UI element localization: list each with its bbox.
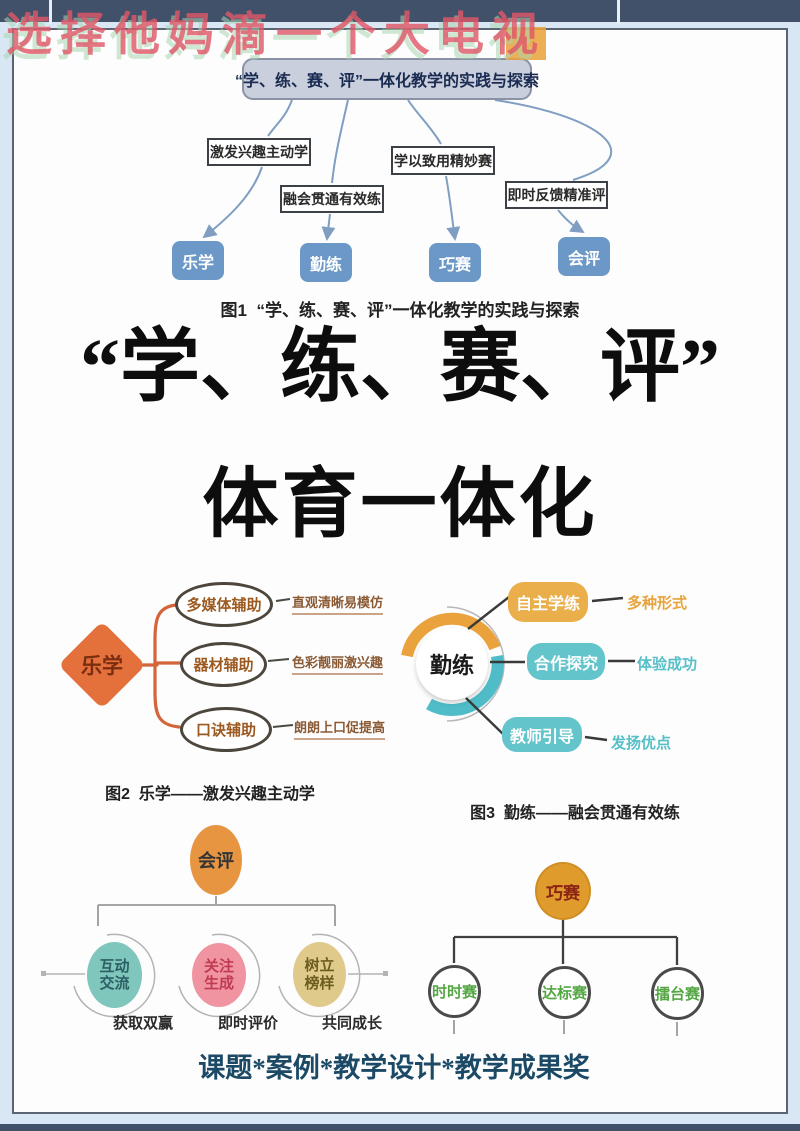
fig2-dashes: [267, 598, 294, 728]
fig2-ellipse-mnemonic: 口诀辅助: [180, 707, 272, 752]
fig3-center-circle: 勤练: [416, 628, 488, 700]
fig1-branch-compete: 学以致用精妙赛: [391, 146, 495, 175]
fig3-caption: 图3 勤练——融会贯通有效练: [470, 805, 680, 822]
fig3-ring: [401, 606, 505, 722]
page-background: [12, 28, 788, 1114]
fig4-circle-rolemodel: 树立 榜样: [293, 942, 346, 1007]
fig4-root-huiping: 会评: [190, 825, 242, 895]
orange-highlight-patch: [506, 27, 546, 60]
fig4-swirls: [41, 933, 388, 1018]
watermark-text: 选择他妈滴一个大电视: [6, 9, 546, 60]
fig1-caption: 图1 “学、练、赛、评”一体化教学的实践与探索: [220, 301, 580, 320]
fig3-note-1: 多种形式: [627, 595, 688, 612]
fig4-note-3: 共同成长: [322, 1015, 383, 1032]
fig2-center-label: 乐学: [81, 655, 123, 678]
fig3-box-selfstudy: 自主学练: [508, 582, 588, 622]
poster-title-line2: 体育一体化: [202, 463, 598, 547]
fig1-arrows: [202, 99, 612, 241]
fig1-node-qinlian: 勤练: [300, 243, 352, 282]
footer-awards-text: 课题*案例*教学设计*教学成果奖: [198, 1053, 590, 1083]
fig4-circle-rolemodel-line2: 榜样: [304, 974, 335, 992]
fig1-branch-practice: 融会贯通有效练: [280, 185, 384, 213]
app-top-bar: [0, 0, 800, 24]
top-bar-divider-left: [49, 0, 52, 24]
fig2-ellipse-equipment: 器材辅助: [180, 642, 267, 687]
fig4-circle-rolemodel-line1: 树立: [304, 957, 335, 975]
fig5-circle-leitaisai: 擂台赛: [651, 967, 704, 1020]
fig4-note-2: 即时评价: [218, 1015, 279, 1032]
fig1-node-huiping: 会评: [558, 237, 610, 276]
fig2-caption: 图2 乐学——激发兴趣主动学: [105, 786, 315, 803]
fig4-circle-generation-line1: 关注: [203, 957, 234, 975]
fig4-circle-generation: 关注 生成: [192, 943, 246, 1007]
fig5-circle-shishisai: 时时赛: [428, 965, 481, 1018]
poster-title-line1: “学、练、赛、评”: [80, 324, 720, 412]
top-bar-divider-right: [617, 0, 620, 24]
fig1-node-qiaosai: 巧赛: [429, 243, 481, 282]
fig2-ellipse-multimedia: 多媒体辅助: [175, 582, 273, 627]
fig4-circle-generation-line2: 生成: [203, 975, 234, 992]
fig2-note-2: 色彩靓丽激兴趣: [292, 652, 384, 675]
app-bottom-bar: [0, 1124, 800, 1131]
fig1-node-lexue: 乐学: [172, 241, 224, 280]
fig3-box-teacher: 教师引导: [502, 717, 582, 752]
fig1-root-box: “学、练、赛、评”一体化教学的实践与探索: [235, 58, 539, 100]
fig5-root-qiaosai: 巧赛: [535, 862, 591, 920]
fig5-bracket: [452, 920, 679, 965]
fig2-note-3: 朗朗上口促提高: [294, 717, 386, 740]
fig4-circle-interaction-line1: 互动: [99, 957, 130, 975]
fig4-note-1: 获取双赢: [113, 1015, 174, 1032]
fig5-stubs: [453, 1020, 678, 1036]
fig3-branch-lines: [465, 596, 635, 742]
fig2-brace: [141, 603, 182, 729]
fig3-note-3: 发扬优点: [611, 735, 672, 752]
fig5-circle-dabiaosai: 达标赛: [538, 966, 591, 1019]
fig1-branch-learn: 激发兴趣主动学: [207, 138, 311, 166]
fig4-circle-interaction: 互动 交流: [87, 942, 142, 1008]
fig3-box-cooperate: 合作探究: [527, 643, 605, 680]
fig2-note-1: 直观清晰易模仿: [292, 592, 384, 615]
fig4-bracket: [97, 896, 336, 926]
fig1-branch-evaluate: 即时反馈精准评: [505, 181, 608, 209]
fig4-circle-interaction-line2: 交流: [99, 975, 130, 992]
fig3-note-2: 体验成功: [637, 656, 698, 673]
